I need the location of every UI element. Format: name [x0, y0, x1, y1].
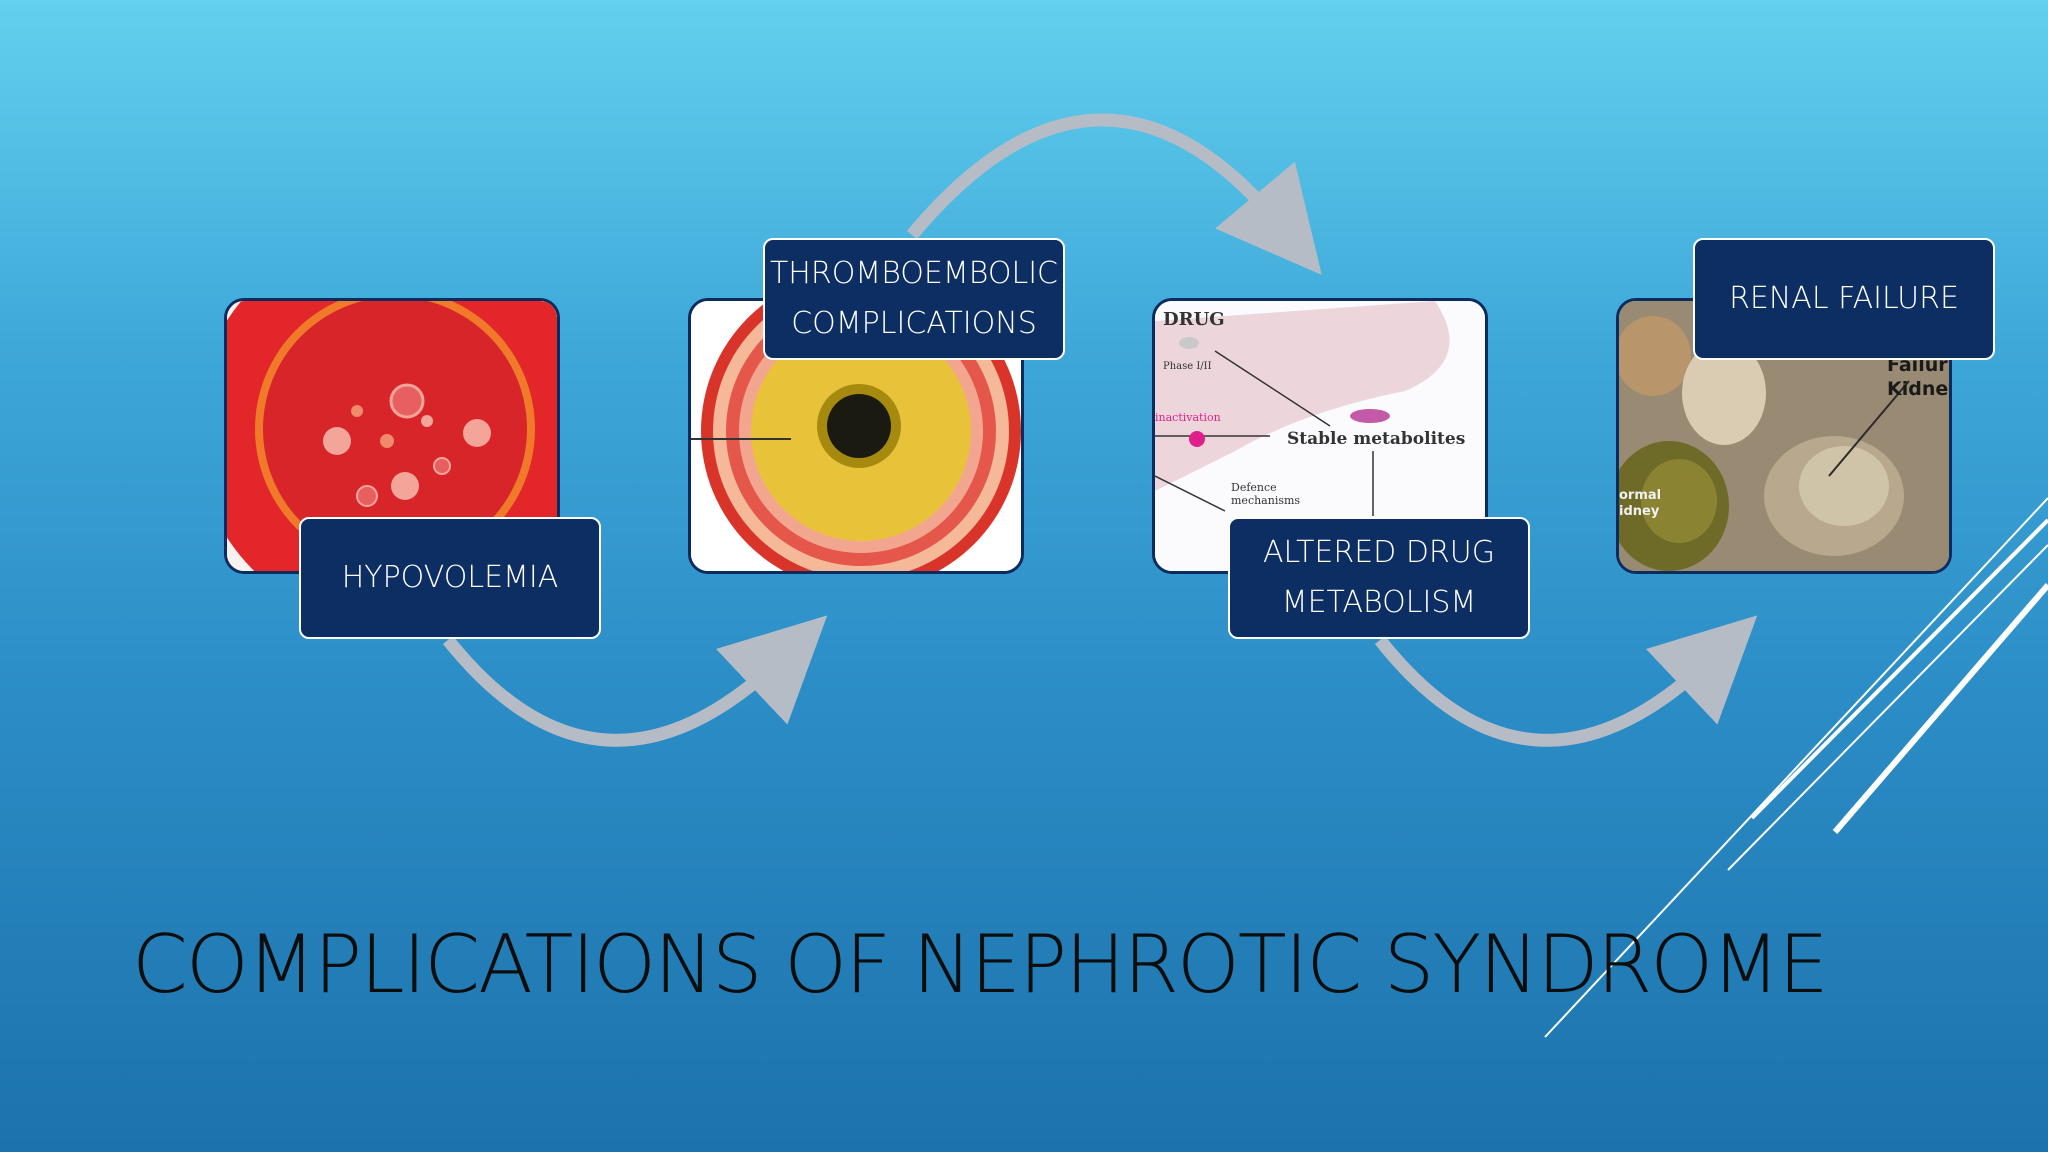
deco-line-4 [1832, 583, 2048, 834]
deco-line-3 [1727, 544, 2048, 871]
arrow-2 [907, 113, 1322, 275]
normal-kidney-text: idney [1619, 504, 1660, 519]
thromboembolic-label: THROMBOEMBOLIC COMPLICATIONS [763, 238, 1065, 360]
deco-line-2 [1750, 518, 2048, 820]
renal-failure-label: RENAL FAILURE [1693, 238, 1995, 360]
hypovolemia-image [224, 298, 560, 574]
thromboembolic-text-1: THROMBOEMBOLIC [769, 256, 1059, 291]
normal-text: ormal [1619, 488, 1661, 503]
drug-label: DRUG [1163, 309, 1225, 330]
phase-label: Phase I/II [1163, 361, 1212, 372]
hypovolemia-label: HYPOVOLEMIA [299, 517, 601, 639]
inactivation-label: inactivation [1155, 411, 1221, 424]
thromboembolic-text-2: COMPLICATIONS [791, 306, 1037, 341]
altered-drug-text-1: ALTERED DRUG [1263, 535, 1495, 570]
hypovolemia-text: HYPOVOLEMIA [341, 560, 559, 595]
stable-metabolites-label: Stable metabolites [1287, 429, 1465, 449]
renal-failure-text: RENAL FAILURE [1729, 281, 1959, 316]
defence-label: Defence [1231, 481, 1277, 494]
mechanisms-label: mechanisms [1231, 494, 1300, 507]
renal-failure-image: Failur Kidney ormal idney [1616, 298, 1952, 574]
slide-title: COMPLICATIONS OF NEPHROTIC SYNDROME [132, 918, 1829, 1011]
altered-drug-label: ALTERED DRUG METABOLISM [1228, 517, 1530, 639]
arrow-3 [1374, 615, 1758, 747]
arrow-1 [442, 615, 828, 747]
deco-line-1 [1544, 497, 2048, 1038]
kidney-text: Kidney [1887, 378, 1952, 400]
altered-drug-text-2: METABOLISM [1281, 585, 1477, 620]
